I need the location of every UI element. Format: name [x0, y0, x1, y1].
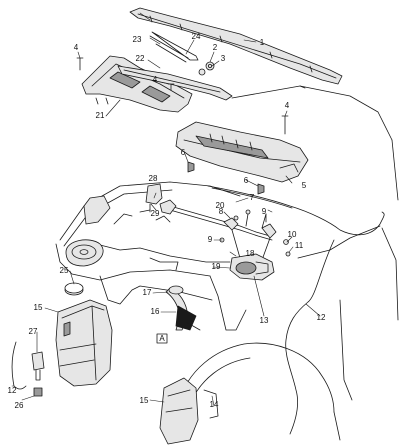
callout-3: 3: [220, 54, 226, 63]
callout-17: 17: [142, 288, 152, 297]
callout-26: 26: [14, 401, 24, 410]
callout-18: 18: [245, 249, 255, 258]
washer-hose-part-7: [207, 185, 385, 236]
callout-11: 11: [294, 241, 304, 250]
wiper-arm-part-23-24: [149, 31, 199, 63]
callout-4: 4: [152, 75, 158, 84]
windshield-outline: [231, 85, 399, 201]
callout-16: 16: [150, 307, 160, 316]
wiper-linkage-part-20: [159, 199, 277, 261]
strut-tower: [65, 239, 104, 267]
callout-15: 15: [33, 303, 43, 312]
callout-9: 9: [207, 235, 213, 244]
callout-8: 8: [218, 207, 224, 216]
callout-6: 6: [243, 176, 249, 185]
washer-pump-part-27: [11, 341, 45, 390]
filler-cap-part-17: [168, 285, 184, 295]
callout-27: 27: [28, 327, 38, 336]
right-cowl-panel-part-5: [175, 121, 309, 183]
filler-cap-part-25: [64, 282, 84, 296]
callout-23: 23: [132, 35, 142, 44]
washer-reservoir-part-15: [55, 299, 113, 387]
front-body-structure: [55, 181, 247, 331]
marker-label: A: [159, 334, 165, 343]
filler-neck-part-16: [165, 287, 201, 331]
callout-2: 2: [212, 43, 218, 52]
callout-29: 29: [150, 209, 160, 218]
callout-22: 22: [135, 54, 145, 63]
splash-shield: [159, 377, 219, 445]
callout-13: 13: [259, 316, 269, 325]
callout-5: 5: [301, 181, 307, 190]
callout-6: 6: [180, 148, 186, 157]
callout-12: 12: [316, 313, 326, 322]
callout-24: 24: [191, 32, 201, 41]
grommet-part-26: [33, 387, 43, 397]
washer-hose-part-12: [285, 239, 335, 435]
callout-19: 19: [211, 262, 221, 271]
callout-10: 10: [287, 230, 297, 239]
wiper-motor-part-18-19: [229, 253, 275, 281]
callout-14: 14: [209, 400, 219, 409]
fender-wheel-arch: [179, 225, 399, 441]
callout-20: 20: [215, 201, 225, 210]
callout-9: 9: [261, 207, 267, 216]
callout-7: 7: [249, 193, 255, 202]
callout-4: 4: [73, 43, 79, 52]
nut-cap-part-2-3: [198, 61, 215, 76]
callout-4: 4: [284, 101, 290, 110]
callout-12: 12: [7, 386, 17, 395]
callout-28: 28: [148, 174, 158, 183]
clip-part-6: [187, 161, 265, 195]
callout-21: 21: [95, 111, 105, 120]
callout-1: 1: [259, 38, 265, 47]
cowl-bar-part-1: [129, 7, 343, 85]
fasteners-part-8-9-10-11: [219, 209, 291, 257]
callout-15: 15: [139, 396, 149, 405]
leader-lines: [11, 12, 321, 407]
cowl-seal-part-22: [117, 65, 233, 101]
marker-box: [156, 333, 168, 344]
bracket-part-28-29: [145, 183, 163, 213]
callout-25: 25: [59, 266, 69, 275]
